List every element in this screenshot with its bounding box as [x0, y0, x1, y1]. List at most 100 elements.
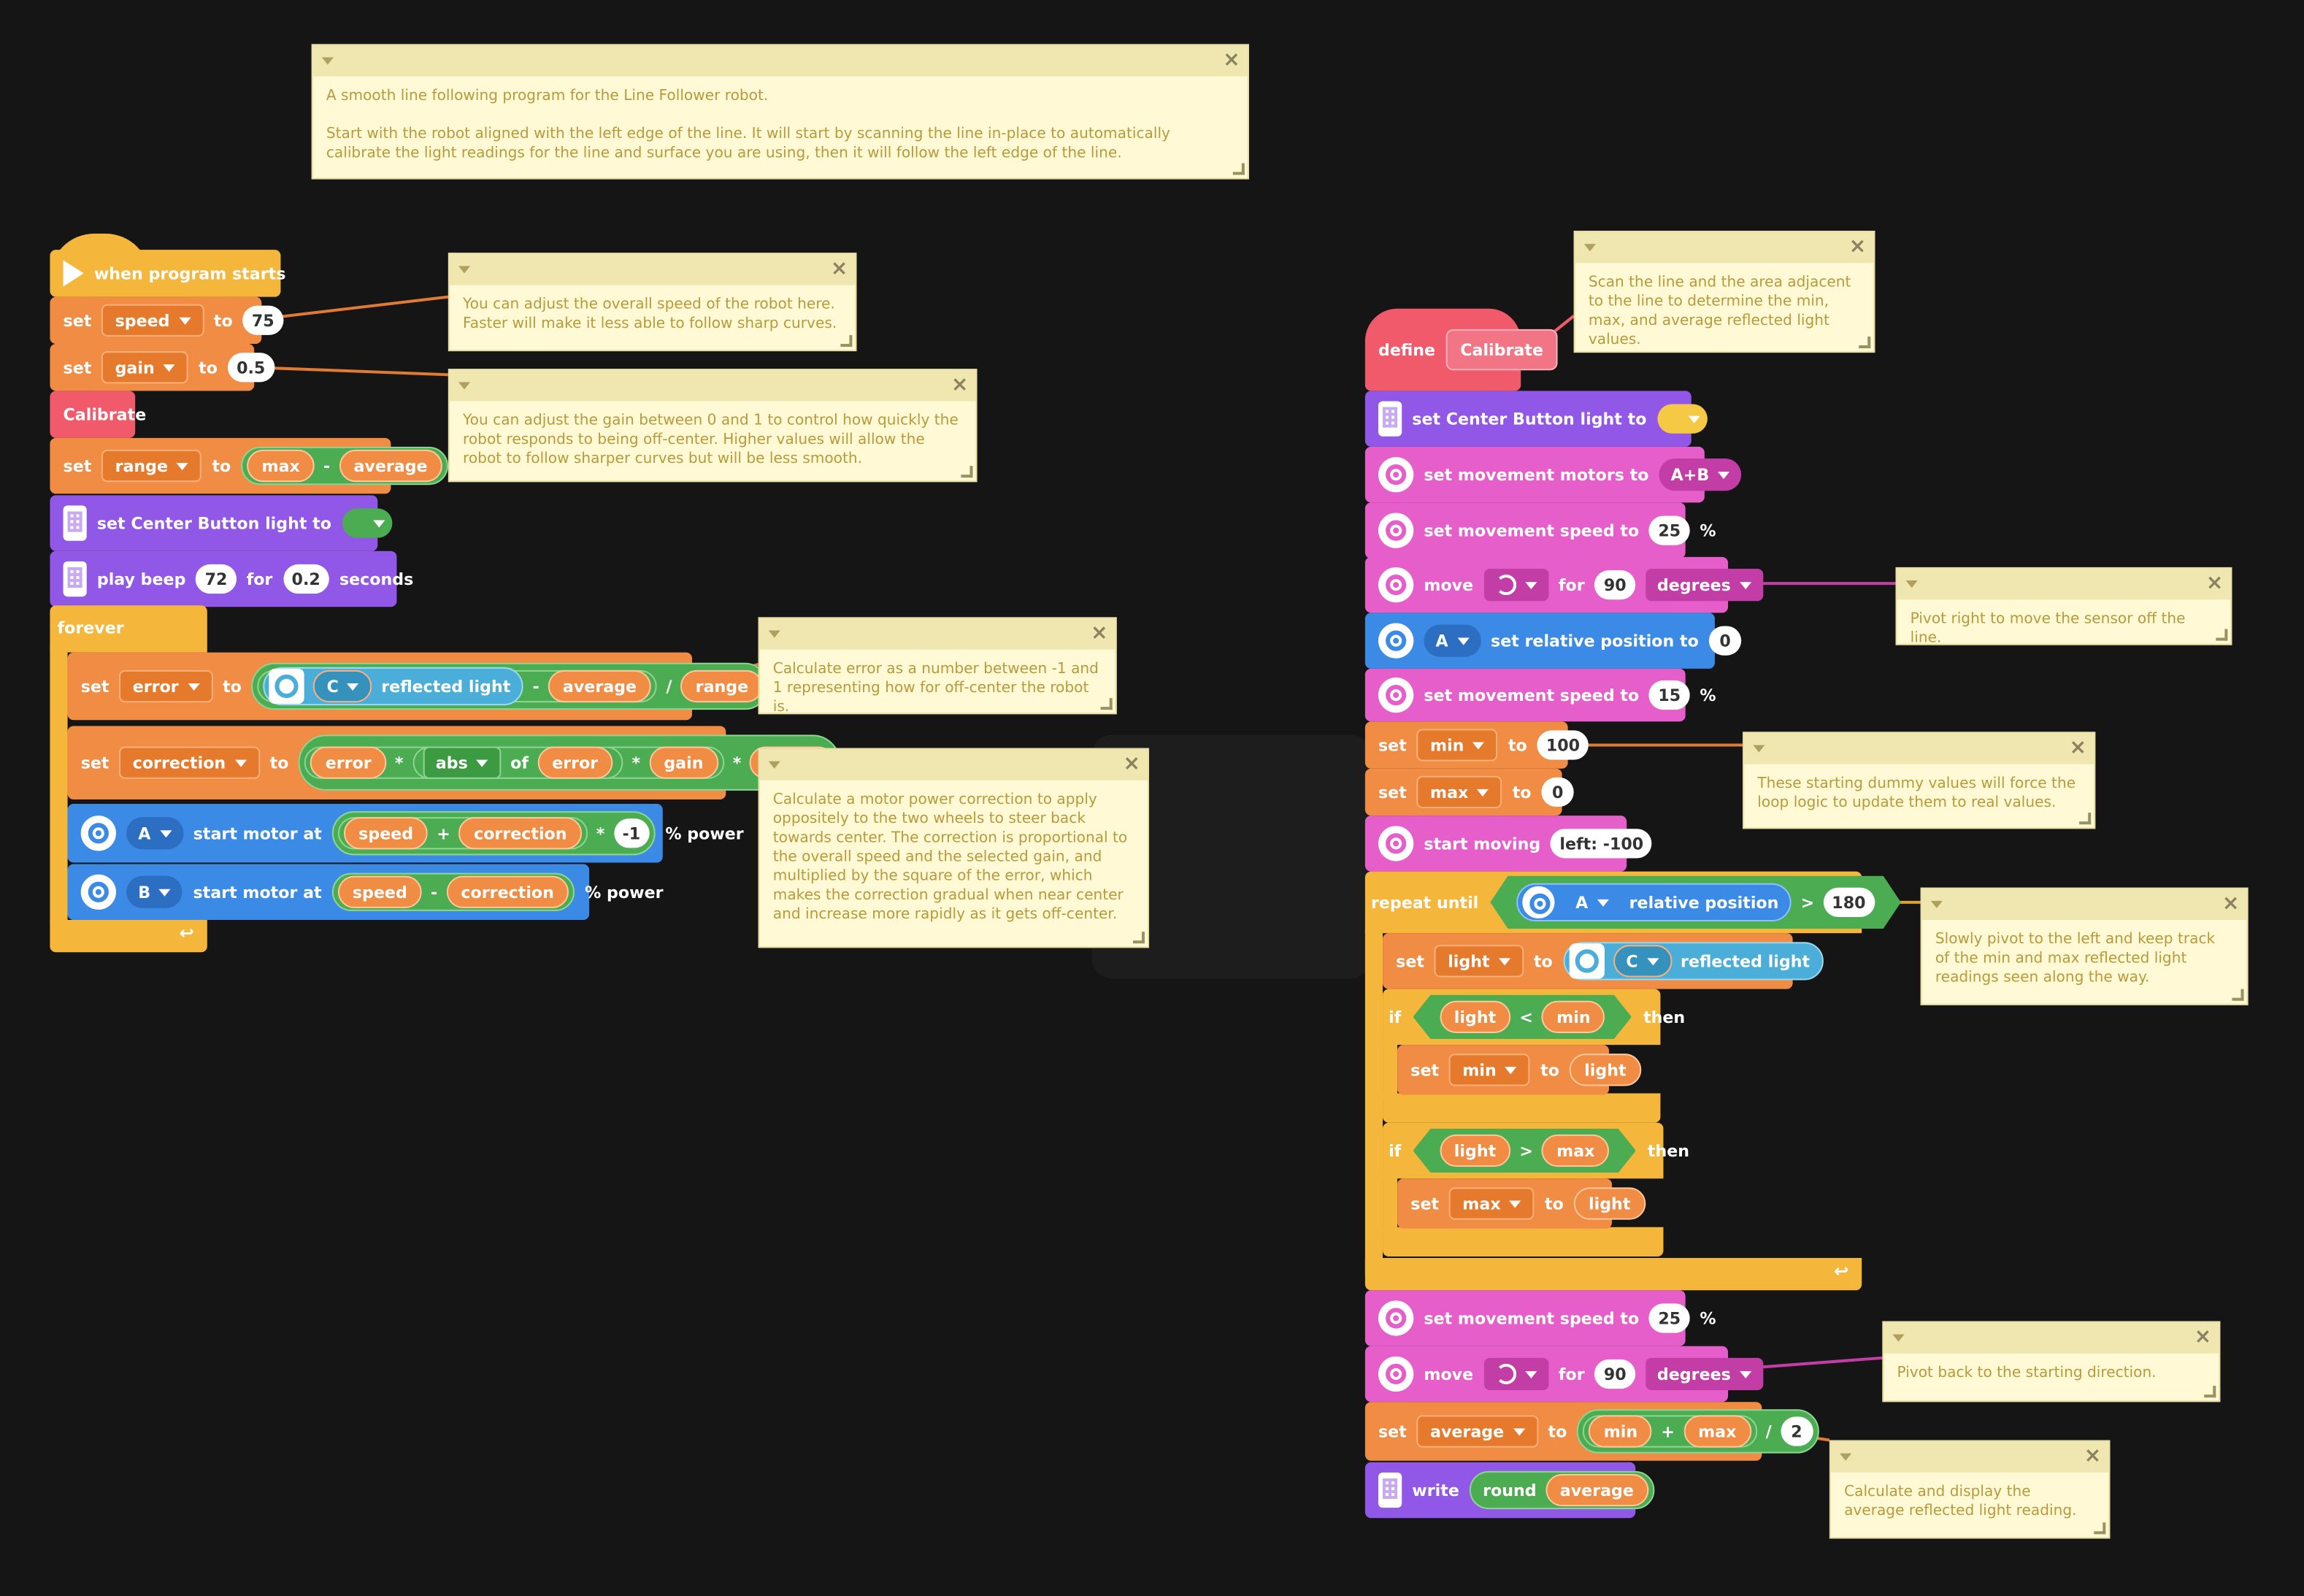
- resize-handle-icon[interactable]: [2094, 1522, 2106, 1535]
- collapse-icon[interactable]: [1892, 1334, 1905, 1342]
- variable-dropdown[interactable]: min: [1449, 1054, 1531, 1086]
- comment-text[interactable]: Pivot back to the starting direction.: [1897, 1365, 2157, 1382]
- collapse-icon[interactable]: [1930, 900, 1943, 908]
- port-dropdown[interactable]: A: [1424, 624, 1481, 657]
- collapse-icon[interactable]: [1905, 580, 1918, 588]
- close-icon[interactable]: ×: [2194, 1325, 2212, 1349]
- comment-pivot-back[interactable]: × Pivot back to the starting direction.: [1882, 1321, 2221, 1403]
- value-input[interactable]: -1: [613, 818, 650, 848]
- comment-text[interactable]: Pivot right to move the sensor off the l…: [1910, 611, 2190, 647]
- close-icon[interactable]: ×: [2222, 891, 2240, 916]
- port-dropdown[interactable]: B: [126, 875, 183, 908]
- variable-reporter[interactable]: error: [310, 746, 386, 779]
- resize-handle-icon[interactable]: [1100, 698, 1113, 710]
- variable-dropdown[interactable]: speed: [101, 304, 204, 337]
- color-picker[interactable]: [1656, 404, 1707, 434]
- divide-operator[interactable]: C reflected light - average / range: [252, 662, 769, 710]
- variable-reporter[interactable]: max: [1683, 1415, 1751, 1448]
- comment-text[interactable]: Calculate a motor power correction to ap…: [772, 791, 1132, 924]
- variable-reporter[interactable]: min: [1589, 1415, 1653, 1448]
- variable-dropdown[interactable]: correction: [119, 746, 260, 779]
- comment-text[interactable]: You can adjust the overall speed of the …: [463, 296, 840, 332]
- comment-text[interactable]: Calculate error as a number between -1 a…: [772, 661, 1104, 716]
- value-input[interactable]: 2: [1780, 1416, 1813, 1446]
- set-gain-block[interactable]: set gain to 0.5: [50, 343, 274, 391]
- resize-handle-icon[interactable]: [2232, 989, 2244, 1001]
- set-correction-block[interactable]: set correction to error * abs of error *…: [67, 726, 840, 799]
- define-calibrate-block[interactable]: define Calibrate: [1364, 308, 1559, 391]
- resize-handle-icon[interactable]: [2204, 1386, 2216, 1398]
- close-icon[interactable]: ×: [830, 257, 848, 281]
- set-error-block[interactable]: set error to C reflected light - average…: [67, 652, 769, 721]
- set-center-light-block[interactable]: set Center Button light to: [50, 495, 392, 551]
- value-input[interactable]: 0: [1541, 777, 1574, 807]
- comment-pivot-right[interactable]: × Pivot right to move the sensor off the…: [1895, 567, 2232, 647]
- variable-reporter[interactable]: light: [1573, 1187, 1646, 1220]
- resize-handle-icon[interactable]: [2079, 813, 2092, 825]
- comment-text[interactable]: Slowly pivot to the left and keep track …: [1935, 932, 2220, 986]
- variable-reporter[interactable]: error: [537, 746, 613, 779]
- amount-input[interactable]: 90: [1594, 569, 1635, 600]
- abs-function[interactable]: abs of error: [412, 746, 623, 779]
- duration-input[interactable]: 0.2: [283, 564, 329, 594]
- collapse-icon[interactable]: [1840, 1453, 1852, 1461]
- close-icon[interactable]: ×: [1848, 235, 1867, 259]
- relative-position-reporter[interactable]: A relative position: [1517, 883, 1792, 921]
- resize-handle-icon[interactable]: [1132, 932, 1145, 944]
- add-operator[interactable]: speed + correction: [338, 817, 588, 850]
- round-function[interactable]: round average: [1469, 1470, 1655, 1510]
- close-icon[interactable]: ×: [2069, 736, 2087, 760]
- speed-input[interactable]: 15: [1649, 680, 1690, 710]
- variable-reporter[interactable]: min: [1542, 1001, 1605, 1033]
- variable-dropdown[interactable]: average: [1416, 1415, 1538, 1448]
- direction-dropdown[interactable]: [1483, 1357, 1548, 1391]
- note-input[interactable]: 72: [196, 564, 237, 594]
- procedure-name[interactable]: Calibrate: [1445, 329, 1559, 371]
- close-icon[interactable]: ×: [2084, 1444, 2102, 1468]
- comment-text[interactable]: Calculate and display the average reflec…: [1844, 1484, 2077, 1520]
- variable-dropdown[interactable]: range: [101, 449, 202, 483]
- variable-reporter[interactable]: max: [1542, 1135, 1610, 1167]
- greater-than-operator[interactable]: A relative position > 180: [1490, 876, 1900, 929]
- set-movement-speed-block[interactable]: set movement speed to 25 %: [1364, 502, 1716, 559]
- reflected-light-reporter[interactable]: C reflected light: [1562, 942, 1824, 981]
- move-for-degrees-block[interactable]: move for 90 degrees: [1364, 556, 1764, 613]
- start-moving-block[interactable]: start moving left: -100: [1364, 816, 1653, 872]
- collapse-icon[interactable]: [458, 382, 471, 390]
- collapse-icon[interactable]: [768, 630, 780, 638]
- set-max-to-light-block[interactable]: set max to light: [1397, 1178, 1646, 1229]
- comment-gain[interactable]: × You can adjust the gain between 0 and …: [448, 369, 978, 483]
- function-dropdown[interactable]: abs: [422, 746, 502, 779]
- port-dropdown[interactable]: C: [1613, 945, 1672, 978]
- value-input[interactable]: 100: [1537, 730, 1589, 760]
- value-input[interactable]: 180: [1823, 888, 1874, 917]
- move-for-degrees-block[interactable]: move for 90 degrees: [1364, 1346, 1764, 1403]
- greater-than-operator[interactable]: light > max: [1413, 1129, 1635, 1173]
- variable-reporter[interactable]: light: [1440, 1001, 1511, 1033]
- resize-handle-icon[interactable]: [1232, 163, 1245, 175]
- variable-reporter[interactable]: gain: [649, 746, 718, 779]
- set-speed-block[interactable]: set speed to 75: [50, 296, 283, 344]
- set-min-to-light-block[interactable]: set min to light: [1397, 1045, 1641, 1095]
- comment-intro[interactable]: × A smooth line following program for th…: [311, 44, 1249, 180]
- set-average-block[interactable]: set average to min + max / 2: [1364, 1402, 1819, 1461]
- comment-speed[interactable]: × You can adjust the overall speed of th…: [448, 253, 857, 352]
- comment-text[interactable]: A smooth line following program for the …: [326, 88, 1170, 162]
- comment-slow-pivot[interactable]: × Slowly pivot to the left and keep trac…: [1920, 887, 2249, 1005]
- collapse-icon[interactable]: [321, 57, 334, 65]
- add-operator[interactable]: min + max: [1583, 1415, 1757, 1448]
- close-icon[interactable]: ×: [1223, 48, 1240, 72]
- comment-error[interactable]: × Calculate error as a number between -1…: [758, 617, 1117, 715]
- amount-input[interactable]: 90: [1594, 1359, 1635, 1389]
- close-icon[interactable]: ×: [1123, 752, 1140, 776]
- collapse-icon[interactable]: [1753, 745, 1765, 753]
- comment-scan[interactable]: × Scan the line and the area adjacent to…: [1573, 231, 1875, 353]
- set-movement-speed-block[interactable]: set movement speed to 15 %: [1364, 668, 1716, 722]
- value-input[interactable]: 75: [242, 305, 283, 335]
- subtract-operator[interactable]: max - average: [241, 446, 448, 486]
- when-program-starts-block[interactable]: when program starts: [50, 250, 285, 297]
- resize-handle-icon[interactable]: [961, 466, 973, 478]
- collapse-icon[interactable]: [768, 761, 780, 769]
- forever-block[interactable]: [50, 605, 207, 653]
